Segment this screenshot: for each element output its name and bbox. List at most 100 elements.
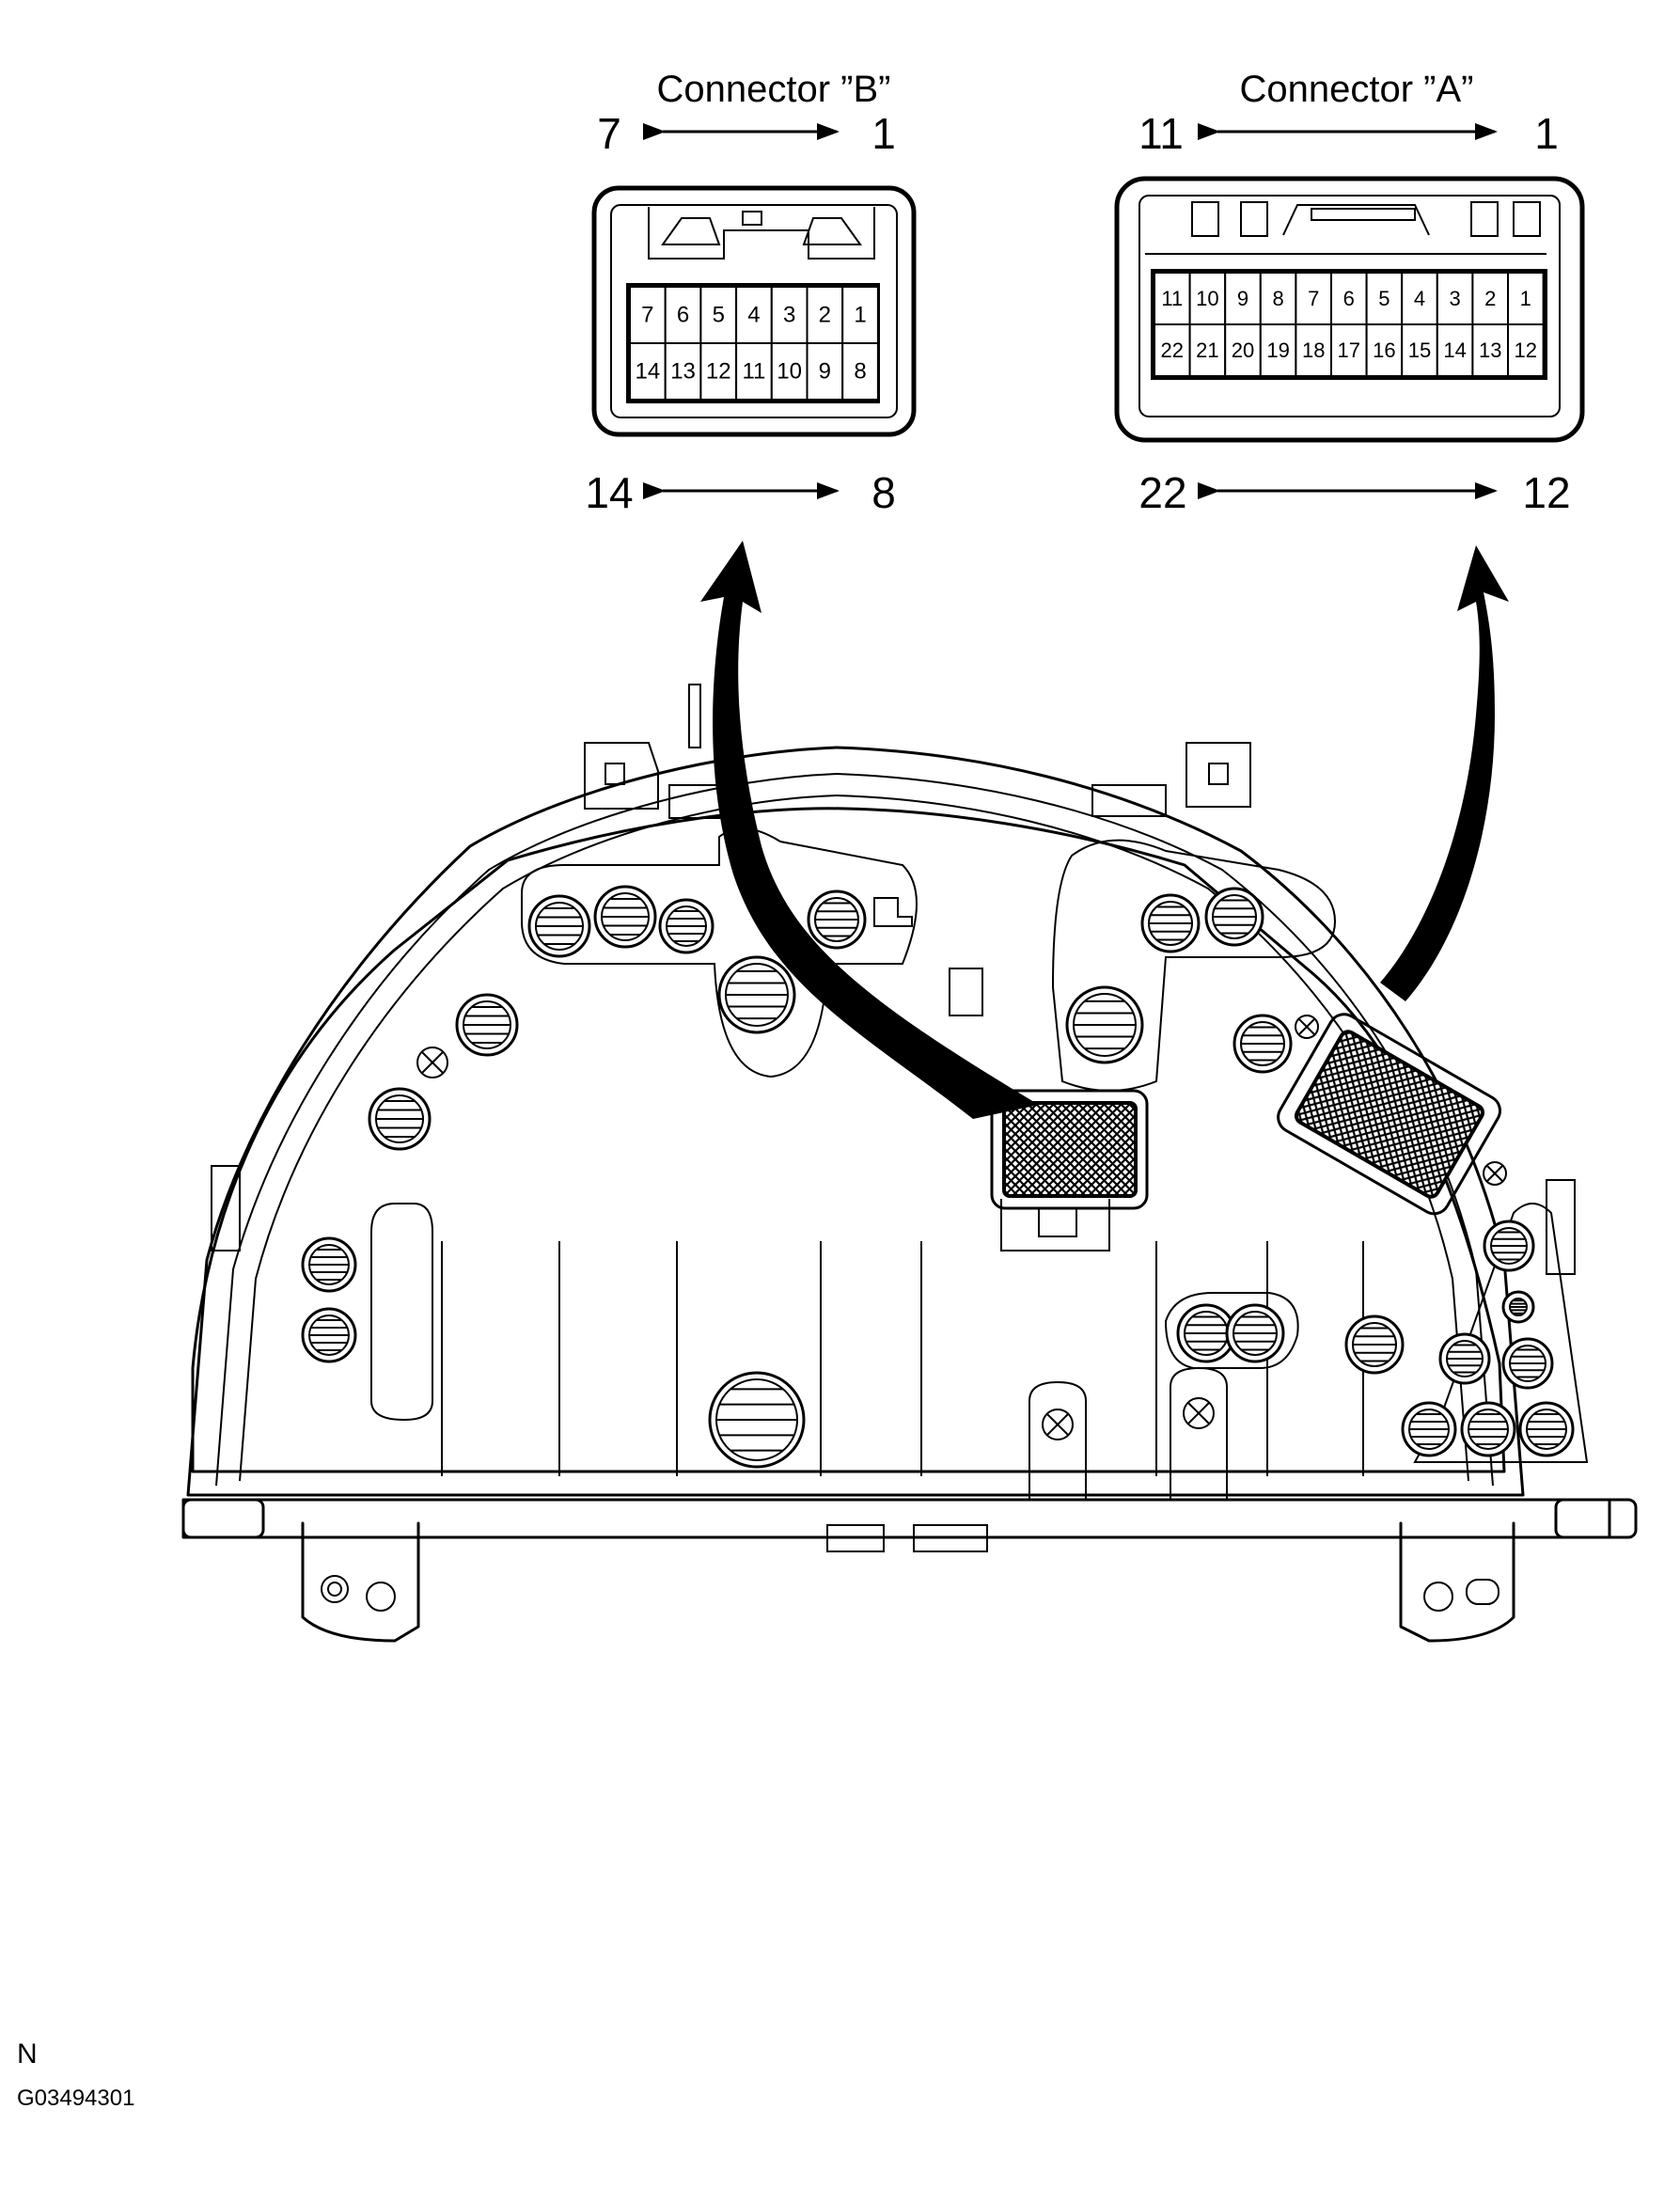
connector-b-pin-label: 2 <box>819 303 831 328</box>
connector-a-pin-label: 1 <box>1520 287 1531 310</box>
connector-a-pin-cell <box>1154 323 1191 377</box>
housing-inner-rim <box>215 772 1494 1487</box>
connector-b-pin-cell <box>806 286 844 344</box>
connector-a-pin-label: 10 <box>1196 287 1218 310</box>
mounting-hole <box>1204 887 1264 947</box>
connector-a-top-right-pin: 1 <box>1534 109 1559 158</box>
mounting-hole <box>455 993 519 1057</box>
connector-a-pin-cell <box>1507 272 1545 325</box>
bottom-clip-1 <box>826 1524 885 1552</box>
combination-meter-rear <box>181 541 1638 1643</box>
connector-a-pin-label: 18 <box>1302 338 1325 362</box>
bracket-hole-right-1 <box>1423 1582 1453 1612</box>
connector-b-bottom-right-pin: 8 <box>871 468 896 517</box>
pointer-arrow-to-connector-b <box>700 541 1039 1119</box>
mounting-hole <box>1401 1401 1457 1457</box>
connector-a-lug-2 <box>1240 201 1268 237</box>
right-triangle-boss <box>1413 1203 1589 1463</box>
connector-b-pin-cell <box>806 342 844 401</box>
connector-a-pin-label: 15 <box>1408 338 1431 362</box>
connector-a-pin-label: 16 <box>1373 338 1395 362</box>
bracket-hole-left-1 <box>321 1575 349 1603</box>
connector-a-bottom-right-pin: 12 <box>1522 468 1570 517</box>
connector-a-pin-label: 9 <box>1237 287 1248 310</box>
connector-a-title: Connector ”A” <box>1240 69 1474 110</box>
connector-a-pin-cell <box>1295 272 1333 325</box>
housing-bottom-end-right <box>1554 1498 1638 1539</box>
connector-a-pin-cell <box>1295 323 1333 377</box>
screw-5 <box>1483 1161 1507 1186</box>
mounting-hole <box>708 1371 806 1469</box>
connector-b-pin-label: 11 <box>742 359 765 385</box>
mounting-hole <box>368 1087 432 1151</box>
connector-b-pin-label: 3 <box>783 303 795 328</box>
screw-3 <box>1170 1366 1228 1501</box>
connector-a-lug-4 <box>1513 201 1541 237</box>
mounting-hole <box>1140 893 1201 953</box>
mounting-hole <box>1483 1220 1535 1272</box>
connector-b-top-left-pin: 7 <box>597 109 621 158</box>
mounting-hole <box>593 885 657 949</box>
connector-a-pin-label: 12 <box>1515 338 1537 362</box>
connector-b-pin-label: 1 <box>854 303 866 328</box>
connector-a-pin-cell <box>1224 323 1262 377</box>
top-clip-right <box>1091 784 1167 817</box>
connector-a-pin-label: 22 <box>1161 338 1184 362</box>
connector-a-pin-label: 4 <box>1414 287 1425 310</box>
connector-b-pin-cell <box>629 342 667 401</box>
side-clip-right <box>1546 1179 1576 1275</box>
connector-a-pin-label: 13 <box>1479 338 1501 362</box>
connector-b-pin-label: 14 <box>635 359 660 385</box>
connector-a-housing-inner <box>1138 195 1561 417</box>
connector-a-pin-label: 5 <box>1378 287 1390 310</box>
mounting-hole <box>1344 1314 1405 1375</box>
connector-a-key <box>1311 208 1416 221</box>
connector-a-pin-cell <box>1259 272 1297 325</box>
mounting-hole <box>1460 1401 1516 1457</box>
bracket-hole-left-2 <box>366 1582 396 1612</box>
left-vertical-boss <box>370 1203 433 1422</box>
connector-b-title: Connector ”B” <box>657 69 891 110</box>
upper-right-boss <box>1051 839 1337 1092</box>
connector-a-pin-label: 7 <box>1308 287 1319 310</box>
screw-4 <box>1295 1015 1319 1039</box>
connector-a-lug-3 <box>1470 201 1499 237</box>
connector-a-pin-label: 11 <box>1161 287 1183 310</box>
mounting-hole <box>717 955 796 1034</box>
connector-a-receptacle <box>1277 1013 1501 1216</box>
connector-b-top-right-pin: 1 <box>871 109 896 158</box>
connector-a-pin-label: 21 <box>1196 338 1218 362</box>
connector-b-receptacle <box>990 1089 1149 1251</box>
side-clip-left <box>211 1165 241 1251</box>
mounting-hole <box>1225 1303 1285 1363</box>
connector-a-pin-cell <box>1507 323 1545 377</box>
mounting-hole <box>807 889 867 950</box>
connector-a-pin-label: 2 <box>1484 287 1496 310</box>
mounting-hole <box>301 1307 357 1363</box>
mounting-hole <box>658 898 714 954</box>
connector-a-latch <box>1282 204 1430 236</box>
connector-b-pin-label: 12 <box>706 359 731 385</box>
connector-a-pin-label: 17 <box>1338 338 1360 362</box>
mounting-hole <box>1176 1303 1236 1363</box>
figure-id: G03494301 <box>17 2086 135 2111</box>
connector-b-pin-cell <box>841 286 879 344</box>
connector-b-pin-cell <box>841 342 879 401</box>
view-code: N <box>17 2038 38 2070</box>
mounting-hole <box>1438 1332 1491 1385</box>
connector-b-latch-slot-left <box>661 217 721 245</box>
bracket-hole-left-1-inner <box>327 1582 342 1597</box>
connector-a-pin-label: 20 <box>1232 338 1254 362</box>
connector-a-top-left-pin: 11 <box>1138 109 1184 158</box>
connector-b-pin-label: 5 <box>713 303 725 328</box>
mounting-hole <box>1065 985 1144 1064</box>
pair-boss <box>1164 1292 1299 1369</box>
connector-a-pin-label: 3 <box>1449 287 1460 310</box>
screw-1 <box>416 1047 448 1078</box>
connector-b-key <box>742 211 762 226</box>
connector-b-pin-cell <box>770 342 809 401</box>
connector-b-pin-label: 10 <box>777 359 802 385</box>
